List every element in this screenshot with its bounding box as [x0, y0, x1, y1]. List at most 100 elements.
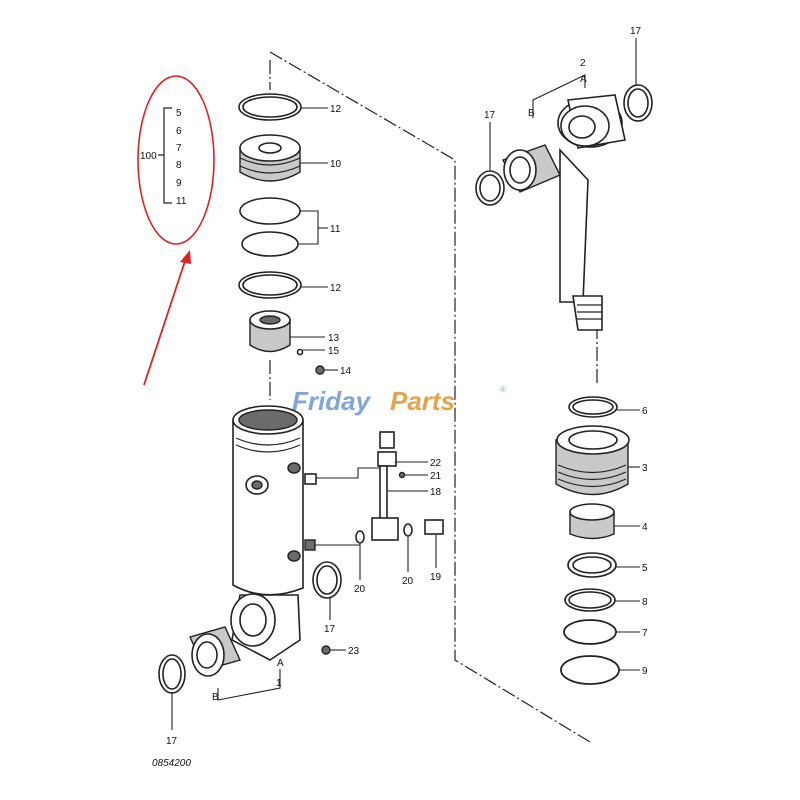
label-6: 6	[642, 406, 648, 417]
label-8: 8	[642, 597, 648, 608]
right-stack	[555, 396, 630, 685]
label-11: 11	[330, 224, 341, 235]
label-5: 5	[642, 563, 648, 574]
ball-15	[296, 348, 304, 356]
label-23: 23	[348, 646, 360, 657]
label-17: 17	[324, 624, 336, 635]
kit-item: 7	[176, 143, 182, 154]
piston-10-grooves	[239, 157, 301, 174]
cylinder-thread	[235, 437, 301, 453]
seal-17-top-left-inner	[479, 174, 501, 202]
highlight-arrowhead	[180, 250, 191, 264]
ring-12-bottom-inner	[242, 274, 298, 296]
label-15: 15	[328, 346, 340, 357]
fitting-lower	[304, 539, 316, 551]
rod-eye-bore	[568, 115, 596, 139]
nut-13-bore	[259, 315, 281, 325]
leader-1	[217, 669, 281, 701]
label-17: 17	[166, 736, 178, 747]
fitting-22-nut	[377, 451, 397, 467]
grease-nipple-23	[321, 645, 331, 655]
cylinder-body	[158, 405, 342, 694]
watermark-parts: Parts	[390, 386, 455, 416]
leader-2	[532, 74, 586, 118]
gland-3-bore	[568, 430, 618, 450]
label-A: A	[277, 658, 284, 669]
label-4: 4	[642, 522, 648, 533]
pipe-leader-upper	[316, 467, 380, 479]
seal-5-inner	[572, 556, 612, 574]
pipe-assembly	[315, 431, 444, 546]
o-ring-7	[563, 619, 617, 645]
highlight-arrow	[143, 257, 187, 386]
label-17: 17	[484, 110, 496, 121]
kit-item: 9	[176, 178, 182, 189]
rod-thread	[577, 304, 602, 320]
ring-8-inner	[568, 591, 612, 609]
bushing-top-bore	[509, 156, 531, 184]
watermark-friday: Friday	[292, 386, 372, 416]
cylinder-bore	[238, 409, 298, 431]
kit-item: 5	[176, 108, 182, 119]
part-labels: 12 10 11 12 13 15 14 22 21 18 20 20 19 1…	[166, 26, 648, 747]
piston-10-hole	[258, 142, 282, 154]
kit-number: 100	[140, 151, 157, 162]
bolt-19	[424, 519, 444, 535]
label-10: 10	[330, 159, 342, 170]
ring-12-top-inner	[242, 96, 298, 118]
port-boss-hole	[251, 480, 263, 490]
highlight-circle	[137, 75, 215, 245]
screw-14	[315, 365, 325, 375]
label-18: 18	[430, 487, 442, 498]
label-20: 20	[354, 584, 366, 595]
label-14: 14	[340, 366, 352, 377]
left-stack	[238, 93, 325, 375]
gland-3-thread	[557, 464, 627, 488]
label-12: 12	[330, 283, 342, 294]
bushing-bottom-bore	[196, 641, 218, 669]
drawing-code: 0854200	[152, 758, 191, 769]
cylinder-tube	[232, 420, 304, 596]
leader-lines	[171, 38, 640, 730]
gland-3-body	[555, 439, 629, 496]
kit-group: 100 5 6 7 8 9 11	[137, 75, 215, 386]
label-21: 21	[430, 471, 442, 482]
label-19: 19	[430, 572, 442, 583]
seal-11-b	[241, 231, 299, 257]
seal-6-inner	[572, 399, 614, 415]
label-12: 12	[330, 104, 342, 115]
label-3: 3	[642, 463, 648, 474]
seal-17-mid-inner	[316, 565, 338, 595]
kit-item: 8	[176, 160, 182, 171]
frame-lines	[269, 51, 598, 743]
port-lower	[287, 550, 301, 562]
bushing-4-top	[569, 503, 615, 521]
leader-11	[298, 210, 319, 245]
kit-item: 6	[176, 126, 182, 137]
cylinder-eye-bore	[239, 603, 267, 637]
o-ring-9	[560, 655, 620, 685]
label-17: 17	[630, 26, 642, 37]
rod-2	[559, 147, 589, 303]
rod-assembly	[475, 84, 653, 331]
watermark: Friday Parts ®	[292, 385, 506, 416]
fitting-upper	[304, 473, 317, 485]
port-upper	[287, 462, 301, 474]
label-B: B	[528, 108, 535, 119]
kit-bracket	[158, 107, 172, 204]
washer-20-b	[403, 523, 413, 537]
label-13: 13	[328, 333, 340, 344]
fitting-22	[379, 431, 395, 449]
label-20: 20	[402, 576, 414, 587]
washer-21	[398, 471, 406, 479]
label-22: 22	[430, 458, 442, 469]
tee-fitting	[371, 517, 399, 541]
rod-end	[572, 295, 603, 331]
washer-20-a	[355, 530, 365, 544]
label-7: 7	[642, 628, 648, 639]
watermark-reg: ®	[500, 385, 506, 394]
label-2: 2	[580, 58, 586, 69]
label-1: 1	[276, 678, 282, 689]
label-B: B	[212, 692, 219, 703]
